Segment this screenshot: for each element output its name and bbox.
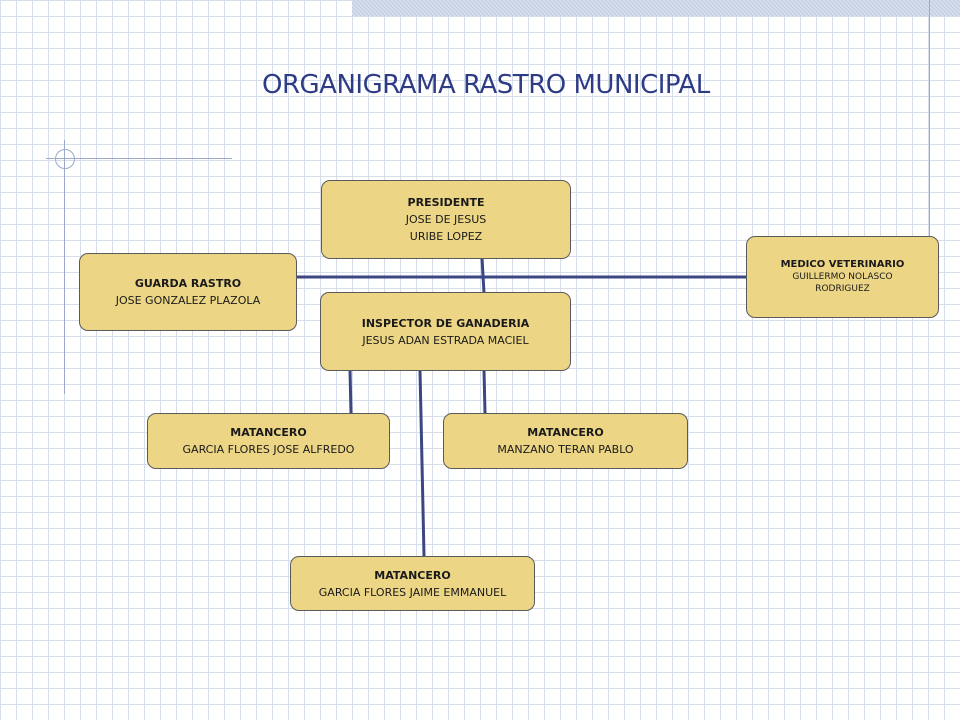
node-guarda-name: JOSE GONZALEZ PLAZOLA	[115, 294, 261, 307]
node-matancero-3-name: GARCIA FLORES JAIME EMMANUEL	[318, 585, 507, 599]
node-matancero-3-title: MATANCERO	[374, 568, 451, 582]
node-matancero-2-title: MATANCERO	[527, 426, 604, 439]
node-matancero-2: MATANCERO MANZANO TERAN PABLO	[443, 413, 688, 469]
node-medico-name-line1: GUILLERMO NOLASCO	[792, 272, 893, 282]
connector-inspector-matancero2	[482, 369, 487, 414]
node-guarda-title: GUARDA RASTRO	[134, 277, 242, 290]
node-matancero-1-title: MATANCERO	[230, 426, 307, 439]
node-matancero-2-name: MANZANO TERAN PABLO	[497, 443, 634, 456]
connector-president-inspector	[480, 257, 486, 294]
decorative-line-left	[64, 140, 65, 394]
connector-inspector-matancero1	[348, 369, 353, 414]
node-matancero-1-name: GARCIA FLORES JOSE ALFREDO	[182, 443, 355, 456]
node-medico-veterinario: MEDICO VETERINARIO GUILLERMO NOLASCO ROD…	[746, 236, 939, 318]
node-inspector-name: JESUS ADAN ESTRADA MACIEL	[362, 333, 529, 347]
node-presidente: PRESIDENTE JOSE DE JESUS URIBE LOPEZ	[321, 180, 571, 259]
decorative-line-horizontal	[46, 158, 232, 159]
node-inspector: INSPECTOR DE GANADERIA JESUS ADAN ESTRAD…	[320, 292, 571, 371]
node-presidente-title: PRESIDENTE	[407, 196, 485, 209]
page-title: ORGANIGRAMA RASTRO MUNICIPAL	[262, 70, 710, 100]
node-matancero-3: MATANCERO GARCIA FLORES JAIME EMMANUEL	[290, 556, 535, 611]
connector-inspector-matancero3	[418, 369, 426, 557]
decorative-circle	[55, 149, 75, 169]
node-inspector-title: INSPECTOR DE GANADERIA	[361, 316, 530, 330]
node-guarda-rastro: GUARDA RASTRO JOSE GONZALEZ PLAZOLA	[79, 253, 297, 331]
decorative-band	[352, 0, 960, 16]
node-medico-name-line2: RODRIGUEZ	[815, 284, 870, 294]
node-medico-title: MEDICO VETERINARIO	[780, 259, 905, 270]
node-presidente-name-line2: URIBE LOPEZ	[409, 230, 483, 243]
node-matancero-1: MATANCERO GARCIA FLORES JOSE ALFREDO	[147, 413, 390, 469]
node-presidente-name-line1: JOSE DE JESUS	[405, 213, 487, 226]
decorative-line-right	[929, 0, 930, 240]
